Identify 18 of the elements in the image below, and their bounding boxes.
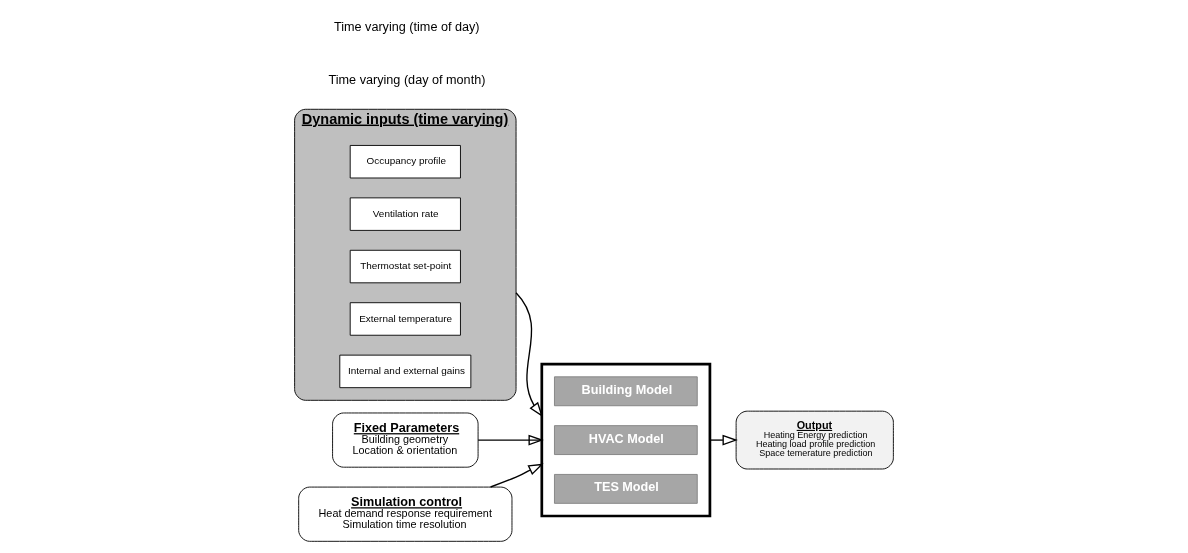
node-box: Simulation control Heat demand response requirement Simulation time resolution [298, 486, 513, 542]
node-box: Output Heating Energy prediction Heating load profile prediction Space temerature prediction [735, 410, 894, 470]
node-box: Building Model [554, 376, 698, 407]
node-box: Fixed Parameters Building geometry Location & orientation [332, 412, 479, 468]
arrow [477, 434, 544, 446]
node-box: TES Model [554, 474, 698, 504]
label: Time varying (time of day) [333, 20, 480, 35]
cluster [540, 362, 712, 518]
node-box: HVAC Model [554, 425, 698, 455]
arrow [515, 292, 544, 418]
arrow [489, 463, 544, 488]
label: Time varying (day of month) [328, 72, 486, 87]
node-box: External temperature [349, 302, 461, 336]
arrow [709, 434, 738, 446]
node-box: Occupancy profile [349, 145, 461, 179]
node-box: Internal and external gains [339, 354, 472, 389]
node-box: Ventilation rate [349, 197, 461, 231]
node-box: Thermostat set-point [349, 249, 461, 284]
